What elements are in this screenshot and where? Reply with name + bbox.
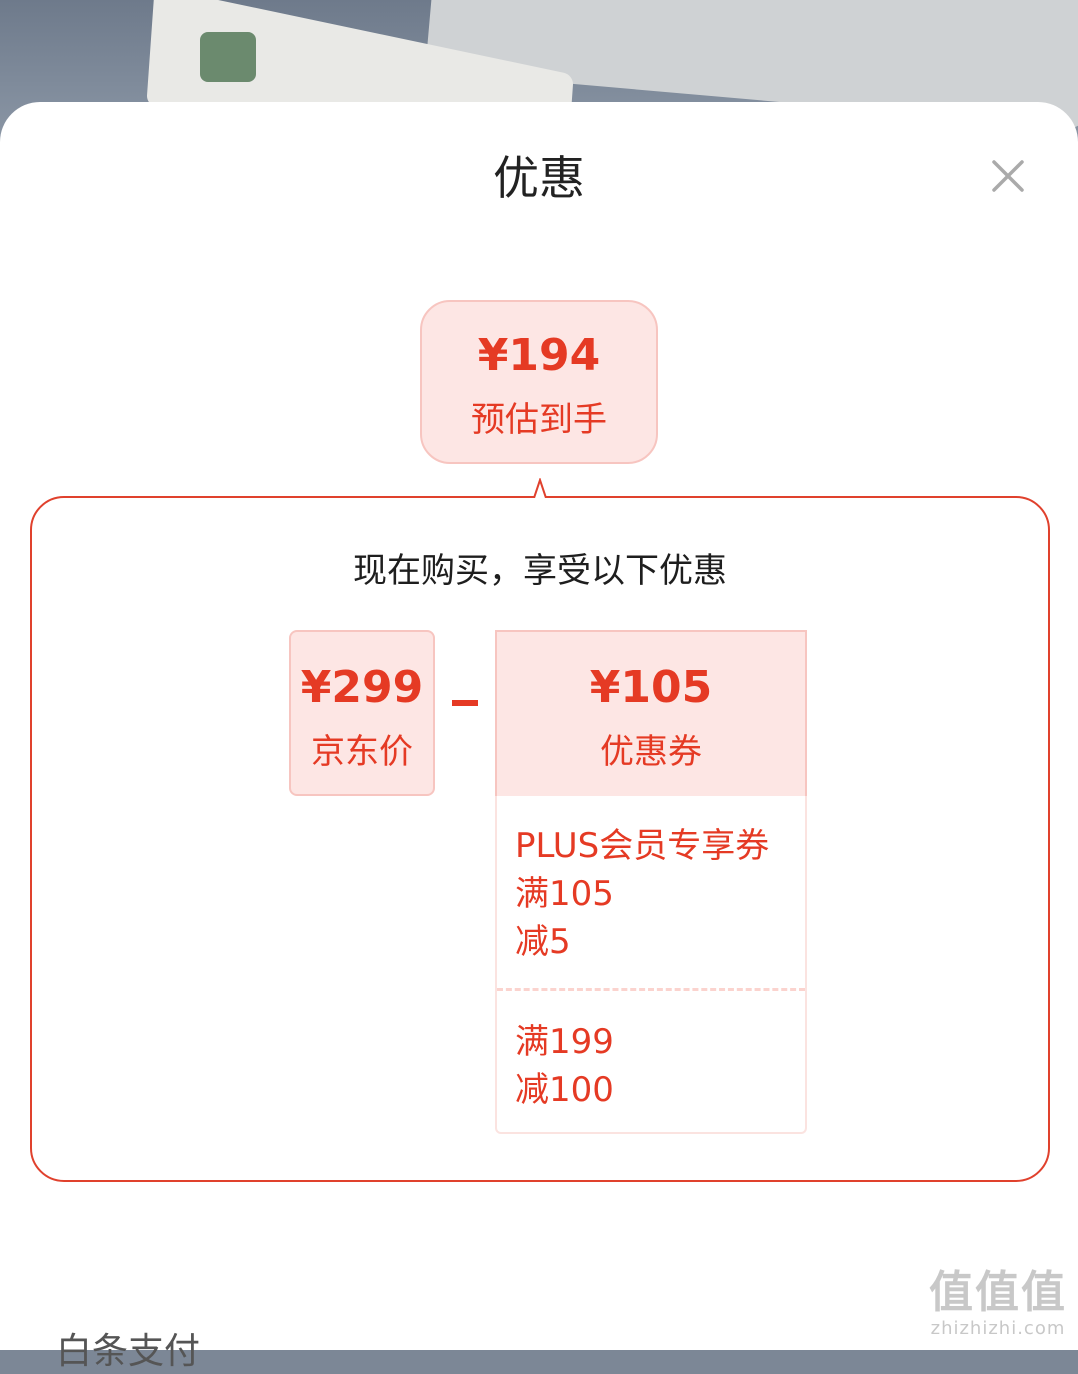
close-icon bbox=[992, 160, 1024, 192]
coupon-item-discount: 减100 bbox=[515, 1070, 614, 1110]
payment-section-heading: 白条支付 bbox=[56, 1331, 201, 1372]
background-keycap bbox=[200, 32, 256, 82]
coupon-item-discount: 减5 bbox=[515, 922, 571, 962]
coupon-total-amount: ¥105 bbox=[589, 662, 713, 713]
panel-heading: 现在购买，享受以下优惠 bbox=[353, 551, 727, 591]
estimated-price-bubble: ¥194 预估到手 bbox=[420, 300, 658, 464]
jd-price-box: ¥299 京东价 bbox=[289, 630, 435, 796]
coupon-item-name: PLUS会员专享券 bbox=[515, 826, 770, 866]
minus-icon bbox=[452, 700, 478, 706]
estimated-price-label: 预估到手 bbox=[471, 400, 607, 440]
site-watermark: 值值值 zhizhizhi.com bbox=[928, 1268, 1068, 1344]
panel-pointer bbox=[516, 478, 564, 500]
watermark-url: zhizhizhi.com bbox=[930, 1318, 1066, 1339]
coupon-total-box: ¥105 优惠券 bbox=[495, 630, 807, 796]
coupon-item-threshold: 满105 bbox=[515, 874, 614, 914]
watermark-logo: 值值值 bbox=[929, 1267, 1067, 1318]
coupon-item: 满199 减100 bbox=[497, 1018, 805, 1114]
jd-price-label: 京东价 bbox=[311, 732, 413, 772]
estimated-price: ¥194 bbox=[477, 330, 601, 381]
close-button[interactable] bbox=[984, 152, 1032, 200]
coupon-item-threshold: 满199 bbox=[515, 1022, 614, 1062]
coupon-total-label: 优惠券 bbox=[600, 732, 702, 772]
coupon-item: PLUS会员专享券 满105 减5 bbox=[497, 822, 805, 966]
sheet-title: 优惠 bbox=[493, 151, 585, 205]
coupon-divider bbox=[497, 988, 805, 991]
coupon-list: PLUS会员专享券 满105 减5 满199 减100 bbox=[495, 796, 807, 1134]
jd-price-amount: ¥299 bbox=[300, 662, 424, 713]
